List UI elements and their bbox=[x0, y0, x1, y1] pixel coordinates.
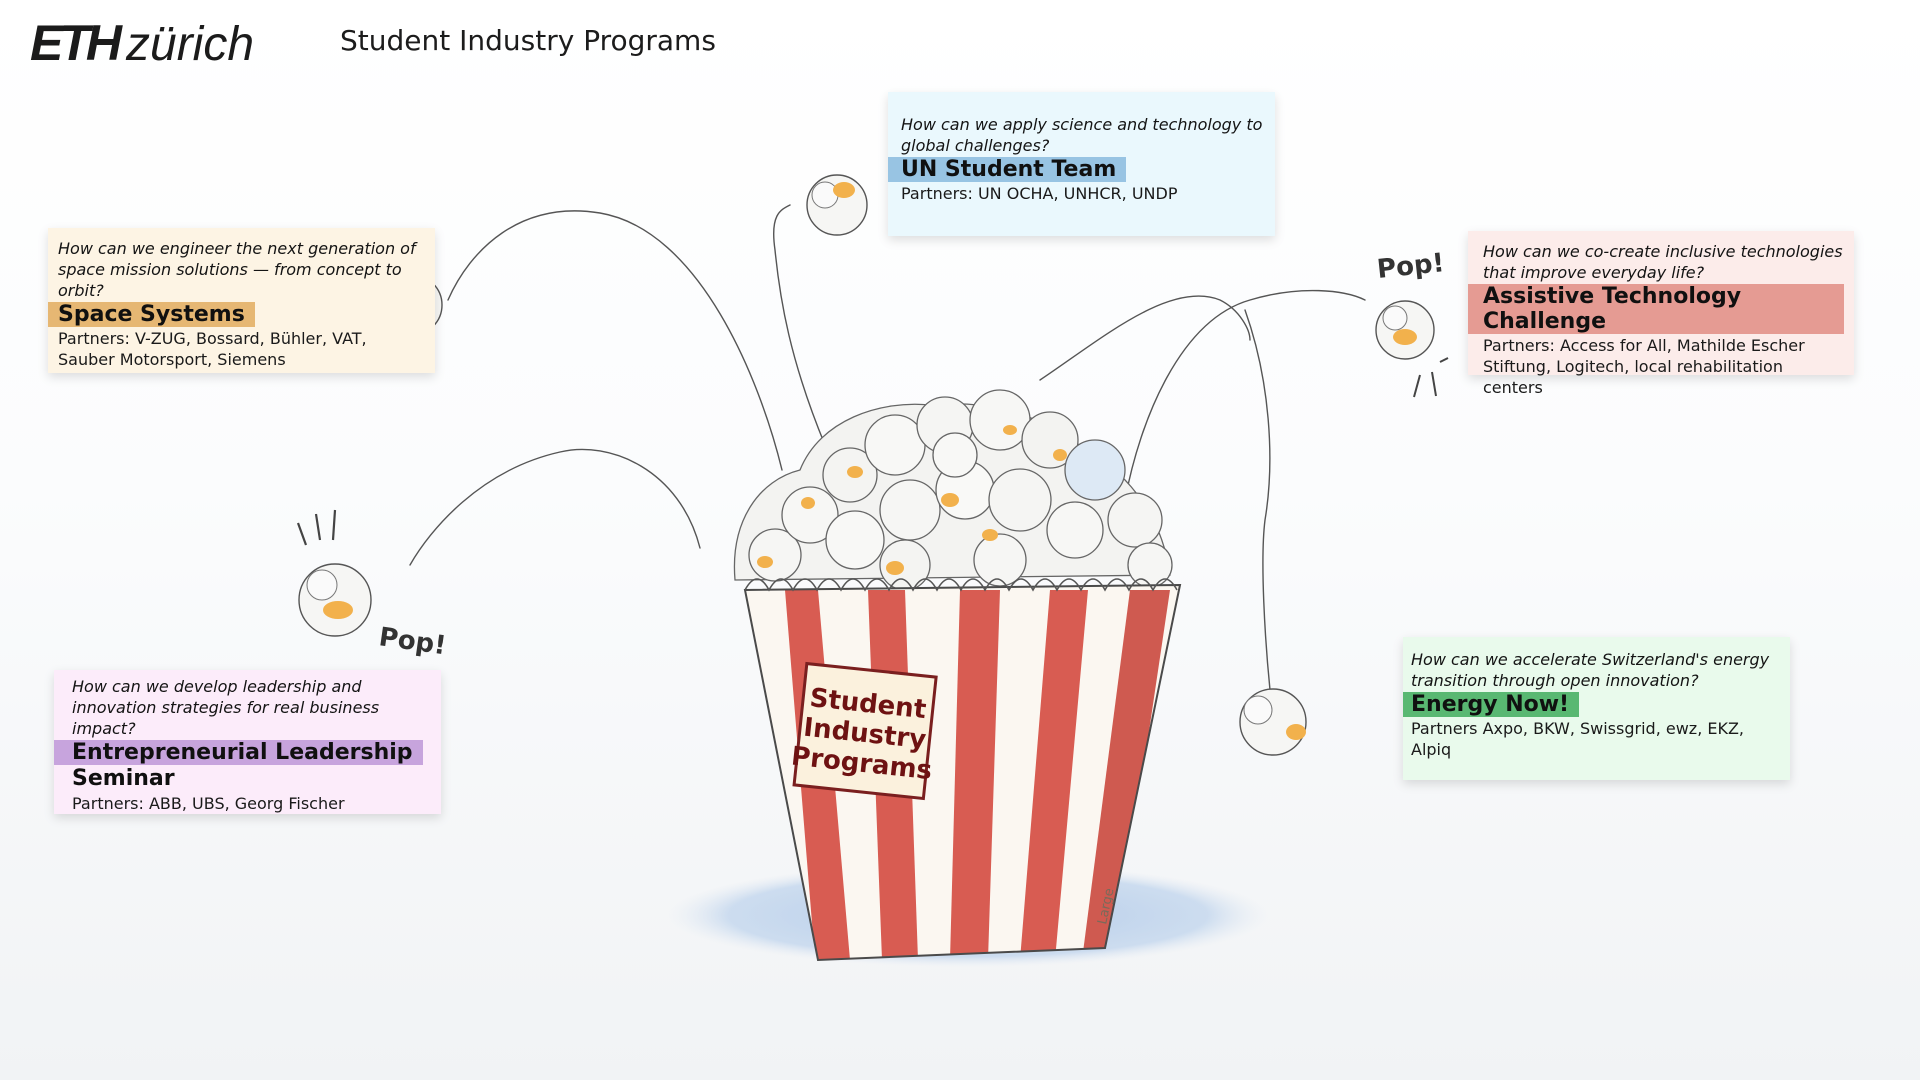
flying-popcorn-assist bbox=[1375, 300, 1449, 398]
popcorn-flight-paths bbox=[409, 204, 1366, 691]
eth-zurich-logo[interactable]: ETH zürich bbox=[30, 14, 254, 71]
program-name: Energy Now! bbox=[1403, 692, 1580, 717]
flying-popcorn-un bbox=[806, 174, 868, 236]
program-card-entrepreneurial-leadership[interactable]: How can we develop leadership and innova… bbox=[54, 670, 441, 814]
logo-eth-text: ETH bbox=[30, 15, 122, 71]
program-name-line-2: Seminar bbox=[72, 766, 175, 791]
flying-popcorn-lead bbox=[296, 509, 372, 637]
program-name: Assistive Technology Challenge bbox=[1468, 284, 1844, 334]
pop-sound-effect-left: Pop! bbox=[377, 622, 448, 661]
program-question: How can we accelerate Switzerland's ener… bbox=[1411, 650, 1770, 690]
size-mark-text: Large bbox=[1095, 887, 1117, 926]
popcorn-pile bbox=[733, 389, 1173, 591]
program-question: How can we engineer the next generation … bbox=[58, 239, 416, 300]
popcorn-kernels bbox=[757, 425, 1067, 575]
program-question: How can we apply science and technology … bbox=[901, 115, 1263, 155]
logo-zurich-text: zürich bbox=[126, 18, 255, 71]
program-question: How can we co-create inclusive technolog… bbox=[1483, 242, 1843, 282]
program-name: Space Systems bbox=[48, 302, 255, 327]
program-card-energy-now[interactable]: How can we accelerate Switzerland's ener… bbox=[1403, 637, 1790, 780]
page-title: Student Industry Programs bbox=[340, 24, 716, 57]
pop-sound-effect-right: Pop! bbox=[1376, 248, 1446, 285]
popcorn-box-label: Student Industry Programs bbox=[790, 661, 938, 801]
program-card-un-student-team[interactable]: How can we apply science and technology … bbox=[888, 92, 1275, 236]
program-name: UN Student Team bbox=[888, 157, 1127, 182]
program-partners: Partners: V-ZUG, Bossard, Bühler, VAT, S… bbox=[58, 329, 367, 369]
program-card-space-systems[interactable]: How can we engineer the next generation … bbox=[48, 228, 435, 373]
program-name: Entrepreneurial Leadership bbox=[54, 740, 423, 765]
program-partners: Partners: Access for All, Mathilde Esche… bbox=[1483, 336, 1805, 397]
program-question: How can we develop leadership and innova… bbox=[72, 677, 380, 738]
flying-popcorn-energy bbox=[1239, 688, 1307, 756]
program-card-assistive-technology[interactable]: How can we co-create inclusive technolog… bbox=[1468, 231, 1854, 397]
popcorn-box: Student Industry Programs Large bbox=[743, 578, 1182, 962]
program-partners: Partners: ABB, UBS, Georg Fischer bbox=[72, 794, 345, 813]
program-partners: Partners Axpo, BKW, Swissgrid, ewz, EKZ,… bbox=[1411, 719, 1745, 759]
program-partners: Partners: UN OCHA, UNHCR, UNDP bbox=[901, 184, 1178, 203]
